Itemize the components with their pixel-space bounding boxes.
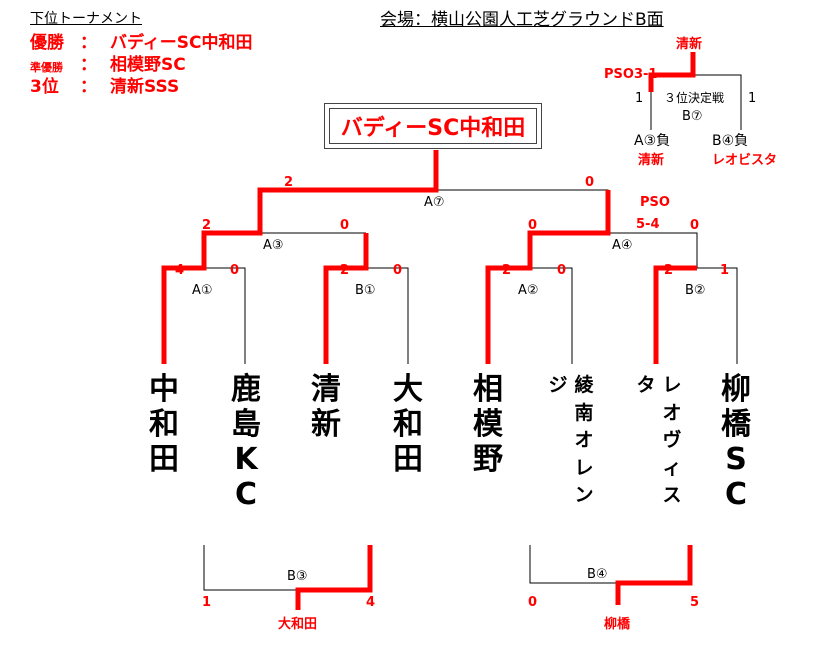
node-a3: A③: [263, 238, 284, 253]
win-line-3rd: [648, 52, 696, 92]
score-b1-left: 2: [340, 263, 350, 278]
win-line-nakawada: [161, 150, 439, 364]
score-b2-left: 2: [664, 263, 674, 278]
champion-box: バディーSC中和田: [324, 103, 542, 149]
result-label-2: 準優勝: [30, 61, 63, 74]
result-sep-2: ：: [80, 55, 97, 75]
line-b1-right: [366, 267, 409, 364]
score-a1-left: 4: [175, 263, 185, 278]
node-a7: A⑦: [424, 195, 445, 210]
line-b2-right: [697, 267, 738, 364]
win-line-b3: [295, 545, 373, 610]
result-label-1: 優勝: [30, 33, 64, 53]
node-b4: B④: [587, 567, 608, 582]
venue-label: 会場：横山公園人工芝グラウンドB面: [380, 10, 664, 30]
score-a4-left: 0: [528, 218, 538, 233]
line-b3-left: [203, 545, 298, 591]
node-b3: B③: [287, 569, 308, 584]
score-a4-pso-label: PSO: [640, 195, 670, 210]
line-final-right: [436, 189, 609, 233]
win-line-leovista: [653, 265, 697, 364]
third-left-slot: A③負: [634, 133, 671, 149]
score-a3-right: 0: [340, 218, 350, 233]
third-right-slot: B④負: [712, 133, 749, 149]
third-title: ３位決定戦: [664, 91, 725, 105]
score-b3-right: 4: [366, 595, 376, 610]
result-team-3: 清新SSS: [110, 77, 180, 97]
team-ayase-orange-extra: ジ: [548, 374, 568, 396]
team-oowada: 大和田: [393, 372, 423, 478]
score-b1-right: 0: [393, 263, 403, 278]
third-left-team: 清新: [638, 153, 665, 168]
line-a1-right: [204, 267, 246, 364]
score-a3-left: 2: [202, 218, 212, 233]
bracket-title: 下位トーナメント: [30, 11, 142, 27]
team-sagamino: 相模野: [473, 372, 503, 478]
third-right-score: 1: [748, 91, 757, 106]
result-team-2: 相模野SC: [110, 55, 186, 75]
score-b4-right: 5: [690, 595, 700, 610]
win-line-seishin: [323, 233, 369, 364]
score-a4-pso-score: 5-4: [636, 217, 660, 232]
result-sep-1: ：: [80, 33, 97, 53]
line-a4-right: [608, 232, 698, 268]
result-team-1: バディーSC中和田: [110, 33, 253, 53]
score-b4-left: 0: [528, 595, 538, 610]
score-a4-right: 0: [690, 218, 700, 233]
team-leovista: レオヴィス: [662, 374, 682, 507]
win-line-b4: [615, 545, 693, 605]
score-a1-right: 0: [230, 263, 240, 278]
win-line-sagamino: [485, 190, 611, 364]
node-a2: A②: [518, 283, 539, 298]
node-b2: B②: [685, 283, 706, 298]
score-b2-right: 1: [720, 263, 730, 278]
score-final-right: 0: [585, 175, 595, 190]
line-a2-right: [530, 267, 573, 364]
team-seishin: 清新: [311, 372, 341, 443]
line-b4-left: [529, 545, 618, 584]
third-pso: PSO3-1: [604, 67, 658, 82]
result-label-3: 3位: [30, 77, 59, 97]
line-3rd-right: [693, 74, 742, 130]
winner-b4: 柳橋: [604, 617, 631, 632]
team-leovista-extra: タ: [636, 374, 656, 396]
node-a1: A①: [192, 283, 213, 298]
team-nakawada: 中和田: [149, 372, 179, 478]
score-b3-left: 1: [202, 595, 212, 610]
third-left-score: 1: [635, 91, 644, 106]
champion-name: バディーSC中和田: [340, 116, 526, 141]
third-right-team: レオビスタ: [712, 153, 778, 168]
score-a2-right: 0: [557, 263, 567, 278]
result-sep-3: ：: [80, 77, 97, 97]
third-winner: 清新: [676, 37, 703, 52]
score-a2-left: 2: [502, 263, 512, 278]
score-final-left: 2: [284, 175, 294, 190]
node-b1: B①: [355, 283, 376, 298]
node-a4: A④: [612, 238, 633, 253]
team-ayase-orange: 綾南オレン: [574, 374, 594, 507]
winner-b3: 大和田: [278, 617, 318, 632]
node-b7: B⑦: [682, 109, 703, 124]
